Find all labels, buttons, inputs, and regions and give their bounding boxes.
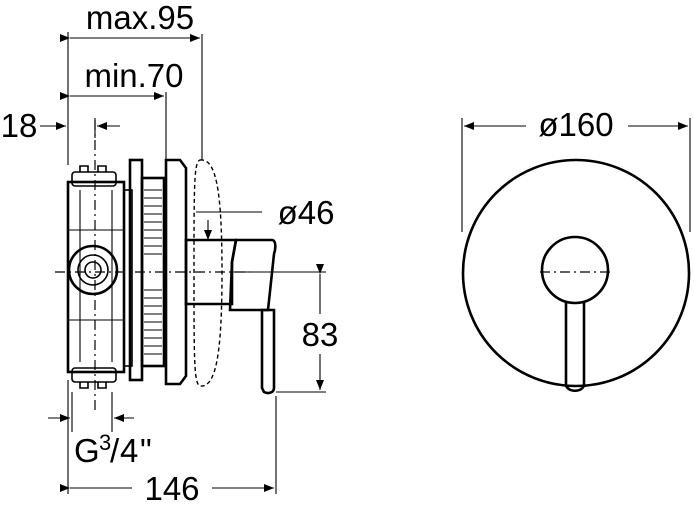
top-nut [71, 171, 117, 187]
lever-arm [564, 302, 586, 393]
label-lever-height: 83 [302, 316, 339, 353]
wall-plate-profile [164, 158, 188, 386]
label-cover-diameter: ø46 [278, 194, 335, 231]
label-thread-main: G [74, 432, 100, 469]
lever-hub [540, 235, 610, 305]
label-thread-frac-num: 3 [99, 430, 111, 455]
max-plate-outline [193, 159, 223, 387]
bottom-nut [71, 367, 117, 383]
lever-handle [260, 308, 276, 395]
bottom-nut-detail [79, 382, 107, 389]
front-view [461, 118, 691, 393]
label-thread-frac-den: 4 [120, 432, 138, 469]
label-total-length: 146 [144, 470, 199, 504]
wall-plate [461, 158, 691, 388]
label-plate-diameter: ø160 [538, 106, 613, 143]
sleeve-ribs [144, 189, 162, 355]
lever-head [228, 238, 277, 312]
label-thread-unit: " [140, 432, 152, 469]
label-max-depth: max.95 [86, 0, 194, 36]
inlet-port [67, 244, 119, 296]
label-thread-slash: / [110, 432, 120, 469]
label-offset: 18 [1, 107, 38, 144]
top-nut-detail [79, 165, 107, 172]
side-view [40, 32, 326, 494]
label-thread: G 3 / 4 " [74, 430, 152, 469]
label-min-depth: min.70 [84, 57, 183, 94]
